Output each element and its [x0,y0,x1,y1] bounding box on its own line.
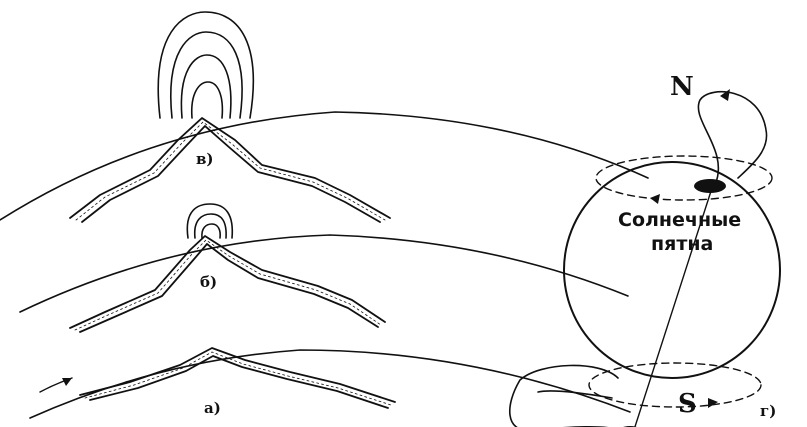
panel-b-flux-tube-inner [80,244,378,332]
panel-a-rotation-arrowhead [62,378,72,386]
north-pole-label: N [670,72,694,102]
panel-b-loop-2 [195,214,226,238]
panel-b-label: б) [200,273,217,291]
south-pole-label: S [678,389,697,419]
southern-ellipse-arrow [708,398,718,408]
panel-v-loop-3 [181,55,230,118]
sun-sphere [564,162,780,378]
panel-v-surface-arc [0,112,648,220]
northern-field-loop [698,92,766,185]
panel-b-flux-tube-outer [70,236,385,328]
northern-loop-arrow [720,89,730,101]
sunspots-label-line1: Солнечные [618,209,741,231]
sunspots-label-line2: пятна [651,233,713,255]
panel-v-flux-tube-outer [70,118,390,218]
northern-sunspot [694,179,726,193]
panel-v-flux-tube-inner [82,126,380,222]
southern-latitude-ellipse [589,363,761,407]
panel-v-loop-4 [192,82,223,118]
panel-g: N S Солнечные пятна г) [510,72,780,427]
panel-a-flux-tube-inner [90,356,388,408]
panel-v: в) [0,12,648,222]
southern-field-loop-upper [538,391,612,398]
panel-a-flux-tube-hatching [85,352,391,405]
northern-ellipse-arrow [650,194,660,204]
panel-a-label: а) [204,399,221,417]
panel-g-label: г) [760,402,776,420]
panel-b-surface-arc [20,235,628,312]
panel-b: б) [20,204,628,332]
panel-b-flux-tube-hatching [75,240,381,330]
panel-v-label: в) [196,150,214,168]
panel-a: а) [30,348,630,418]
